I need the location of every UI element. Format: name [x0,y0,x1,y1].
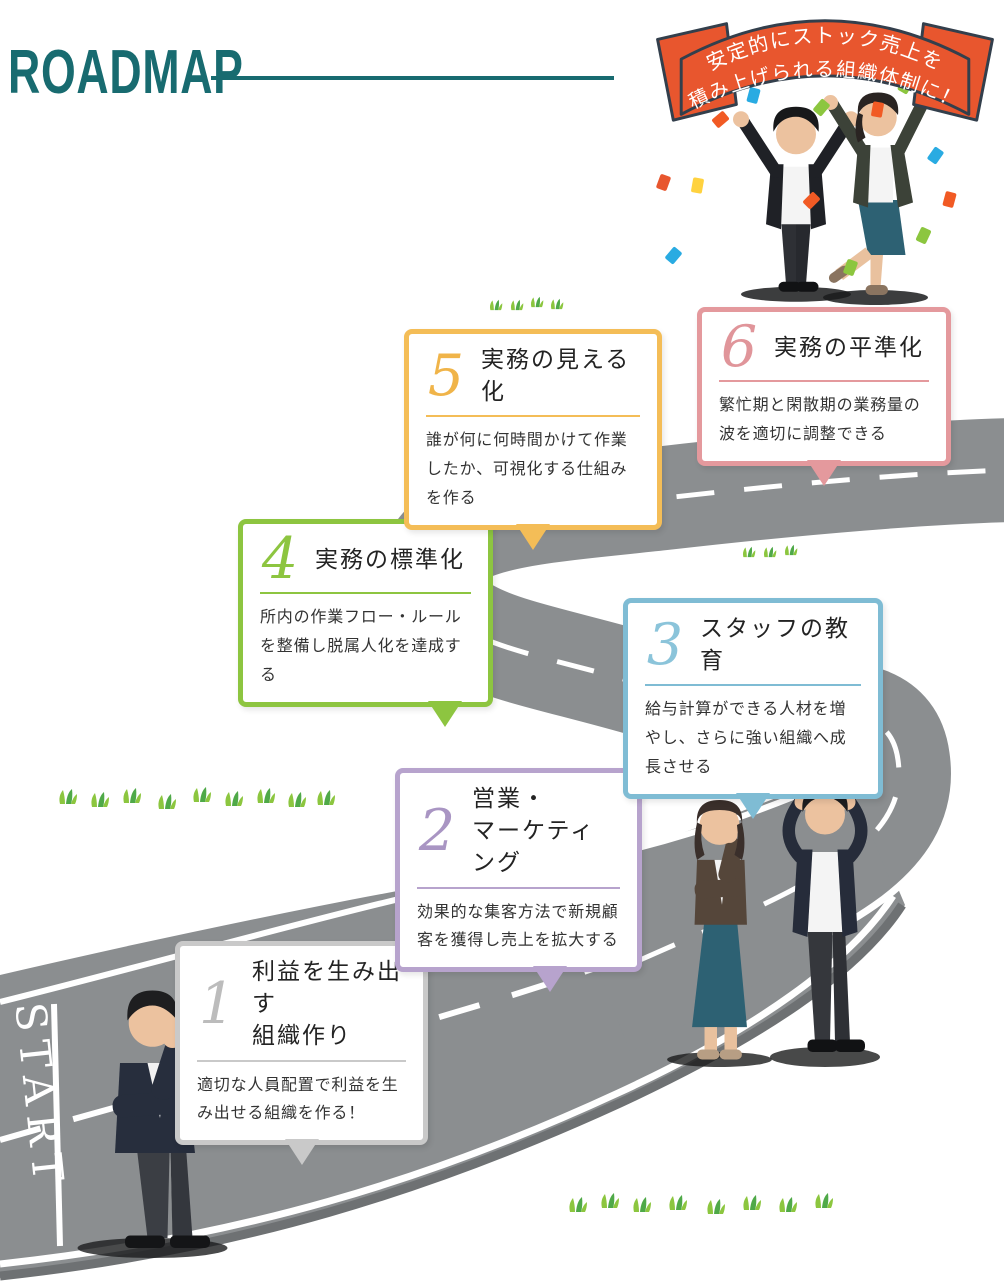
milestone-1-body: 適切な人員配置で利益を生み出せる組織を作る！ [197,1074,399,1123]
milestone-1-pointer [284,1139,319,1166]
title-underline [211,76,614,80]
milestone-2-number: 2 [418,797,456,864]
milestone-5-divider [426,415,640,418]
milestone-4-title: 実務の標準化 [315,546,465,573]
milestone-3-pointer [736,792,770,819]
milestone-6-title: 実務の平準化 [774,334,924,361]
milestone-4-body: 所内の作業フロー・ルールを整備し脱属人化を達成する [260,607,462,684]
milestone-3-body: 給与計算ができる人材を増やし、さらに強い組織へ成長させる [645,699,847,776]
milestone-3-card: 3 スタッフの教育 給与計算ができる人材を増やし、さらに強い組織へ成長させる [623,598,883,819]
milestone-3-number: 3 [646,611,684,678]
milestone-5-pointer [516,523,550,550]
milestone-2-divider [417,886,620,889]
milestone-2-pointer [532,966,567,993]
goal-ribbon-banner: 安定的にストック売上を 積み上げられる組織体制に！ [656,19,994,122]
road-s-dashed-line [429,467,1004,963]
milestone-6-card: 6 実務の平準化 繁忙期と閑散期の業務量の波を適切に調整できる [697,307,951,486]
milestone-1-number: 1 [198,970,236,1037]
milestone-4-header: 4 実務の標準化 [260,526,471,592]
milestone-5-header: 5 実務の見える化 [426,344,640,408]
milestone-5-title: 実務の見える化 [481,347,631,406]
milestone-6-header: 6 実務の平準化 [719,314,929,380]
milestone-6-divider [719,380,929,383]
milestone-5-card: 5 実務の見える化 誰が何に何時間かけて作業したか、可視化する仕組みを作る [404,329,662,550]
road-bottom-dashed-line [0,949,642,1143]
milestone-1-card: 1 利益を生み出す 組織作り 適切な人員配置で利益を生み出せる組織を作る！ [175,941,428,1166]
milestone-4-pointer [428,700,462,727]
stressed-businessman-drawing [770,787,880,1067]
milestone-6-number: 6 [720,314,758,380]
milestone-2-header: 2 営業・ マーケティング [417,783,620,880]
milestone-2-card: 2 営業・ マーケティング 効果的な集客方法で新規顧客を獲得し売上を拡大する [395,768,642,993]
milestone-5-body: 誰が何に何時間かけて作業したか、可視化する仕組みを作る [426,430,628,507]
milestone-2-body: 効果的な集客方法で新規顧客を獲得し売上を拡大する [417,901,619,950]
milestone-2-title: 営業・ マーケティング [472,786,596,877]
stressed-businessman-photo [765,782,885,1067]
milestone-6-pointer [807,459,841,486]
start-line-1 [51,1003,63,1247]
milestone-1-header: 1 利益を生み出す 組織作り [197,956,406,1053]
milestone-4-divider [260,592,471,595]
worried-businesswoman-photo [662,795,777,1067]
milestone-1-divider [197,1059,406,1062]
worried-businesswoman-drawing [667,799,772,1067]
page-title: ROADMAP [8,38,244,107]
milestone-6-body: 繁忙期と閑散期の業務量の波を適切に調整できる [719,395,921,444]
milestone-1-title: 利益を生み出す 組織作り [252,959,402,1050]
milestone-3-divider [645,684,861,687]
milestone-3-title: スタッフの教育 [700,616,850,675]
milestone-4-number: 4 [261,526,299,592]
milestone-5-number: 5 [427,342,465,409]
ribbon-band [679,19,971,116]
milestone-4-card: 4 実務の標準化 所内の作業フロー・ルールを整備し脱属人化を達成する [238,519,493,727]
milestone-3-header: 3 スタッフの教育 [645,613,861,677]
